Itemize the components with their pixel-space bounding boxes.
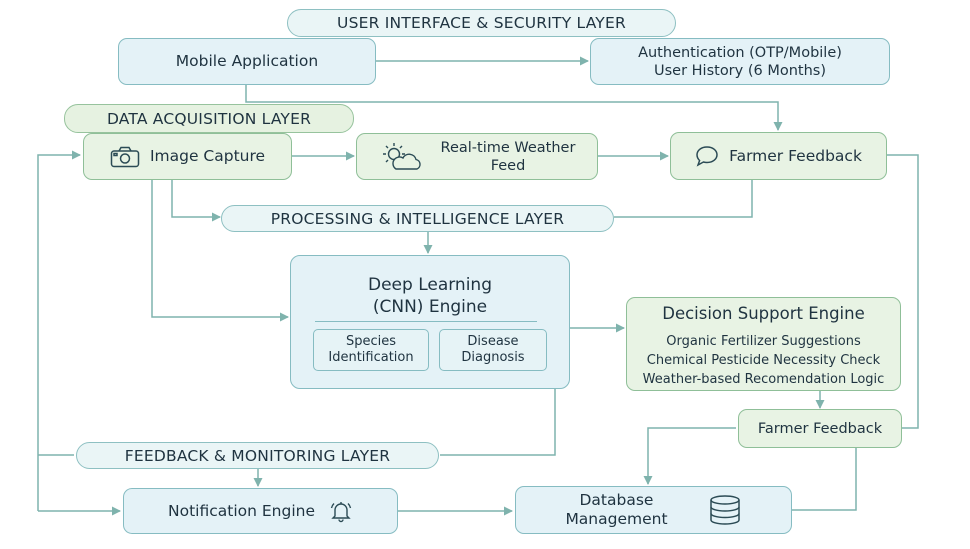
authentication-node[interactable]: Authentication (OTP/Mobile) User History… xyxy=(590,38,890,85)
database-label: Database xyxy=(579,491,654,509)
feedback-monitoring-layer-label: FEEDBACK & MONITORING LAYER xyxy=(76,442,439,469)
farmer-feedback-mid-label: Farmer Feedback xyxy=(757,420,883,437)
dse-item-weather-logic: Weather-based Recomendation Logic xyxy=(642,372,885,387)
decision-support-title: Decision Support Engine xyxy=(662,304,865,323)
database-management-node[interactable]: Database Management xyxy=(515,486,792,534)
notification-engine-label: Notification Engine xyxy=(168,501,315,520)
disease-diagnosis-box[interactable]: Disease Diagnosis xyxy=(439,329,547,371)
database-icon xyxy=(708,494,742,526)
management-label: Management xyxy=(565,510,668,528)
diagnosis-label: Diagnosis xyxy=(461,350,525,365)
feedback-monitoring-layer-text: FEEDBACK & MONITORING LAYER xyxy=(124,446,391,465)
ui-security-layer-label: USER INTERFACE & SECURITY LAYER xyxy=(287,9,676,37)
processing-layer-text: PROCESSING & INTELLIGENCE LAYER xyxy=(270,209,565,228)
deep-learning-engine-node[interactable]: Deep Learning (CNN) Engine Species Ident… xyxy=(290,255,570,389)
farmer-feedback-mid-node[interactable]: Farmer Feedback xyxy=(738,409,902,448)
cnn-engine-title: (CNN) Engine xyxy=(372,297,488,317)
data-acquisition-layer-label: DATA ACQUISITION LAYER xyxy=(64,104,354,133)
decision-support-engine-node[interactable]: Decision Support Engine Organic Fertiliz… xyxy=(626,297,901,391)
mobile-application-label: Mobile Application xyxy=(175,52,319,70)
image-capture-node[interactable]: Image Capture xyxy=(83,133,292,180)
bell-icon xyxy=(329,499,353,523)
image-capture-label: Image Capture xyxy=(149,147,266,165)
deep-learning-title: Deep Learning xyxy=(367,275,492,295)
authentication-label: Authentication (OTP/Mobile) xyxy=(638,44,842,61)
mobile-application-node[interactable]: Mobile Application xyxy=(118,38,376,85)
weather-feed-node[interactable]: Real-time Weather Feed xyxy=(356,133,598,180)
weather-feed-label-line2: Feed xyxy=(490,157,526,174)
disease-label: Disease xyxy=(467,334,519,349)
species-label: Species xyxy=(345,334,397,349)
data-acquisition-layer-text: DATA ACQUISITION LAYER xyxy=(106,109,312,128)
farmer-feedback-top-label: Farmer Feedback xyxy=(729,146,862,165)
weather-feed-label: Real-time Weather xyxy=(440,139,576,156)
dse-item-pesticide-check: Chemical Pesticide Necessity Check xyxy=(646,353,881,368)
processing-layer-label: PROCESSING & INTELLIGENCE LAYER xyxy=(221,205,614,232)
speech-bubble-icon xyxy=(695,145,719,167)
identification-label: Identification xyxy=(328,350,414,365)
farmer-feedback-top-node[interactable]: Farmer Feedback xyxy=(670,132,887,180)
user-history-label: User History (6 Months) xyxy=(653,62,826,79)
sun-cloud-icon xyxy=(379,142,423,172)
species-identification-box[interactable]: Species Identification xyxy=(313,329,429,371)
divider xyxy=(315,321,537,323)
notification-engine-node[interactable]: Notification Engine xyxy=(123,488,398,534)
ui-security-layer-text: USER INTERFACE & SECURITY LAYER xyxy=(337,14,626,32)
camera-icon xyxy=(110,146,140,168)
dse-item-organic-fertilizer: Organic Fertilizer Suggestions xyxy=(666,334,861,349)
